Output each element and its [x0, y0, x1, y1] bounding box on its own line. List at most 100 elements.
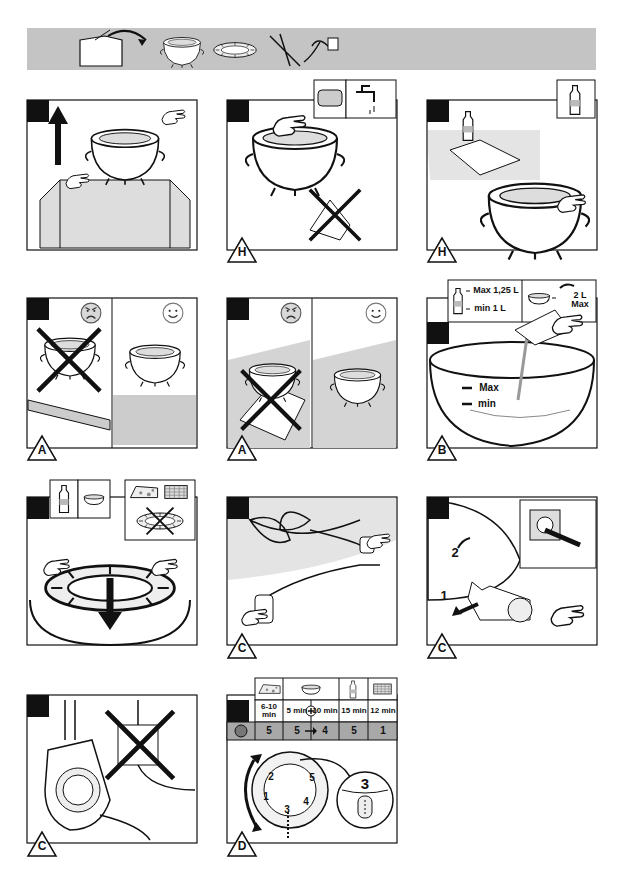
fill-figure: [430, 280, 596, 446]
drawing-part: [356, 86, 374, 102]
drawing-part: [470, 410, 570, 418]
drawing-part: [228, 340, 310, 448]
drawing-part: [264, 764, 316, 816]
drawing-part: [287, 812, 289, 840]
drawing-part: [313, 727, 317, 735]
drawing-part: [460, 604, 478, 612]
section-letter: C: [232, 642, 252, 655]
drawing-part: [452, 606, 462, 616]
drawing-part: [242, 609, 267, 625]
drawing-part: [108, 31, 146, 40]
level-mark: min: [472, 399, 502, 410]
section-letter: H: [232, 246, 252, 259]
drawing-part: [252, 752, 328, 828]
drawing-part: [80, 36, 122, 66]
table-figure: [228, 298, 396, 448]
drawing-part: [138, 39, 146, 46]
drawing-part: [481, 184, 589, 260]
setting-cell: 5: [287, 726, 307, 737]
time-cell: 10 min: [312, 707, 338, 715]
drawing-part: [228, 498, 396, 580]
drawing-part: [427, 497, 449, 519]
level-mark: Max: [474, 383, 504, 394]
unpack-figure: [40, 106, 190, 248]
drawing-part: [28, 832, 56, 856]
drawing-part: [60, 180, 170, 248]
drawing-part: [283, 678, 368, 700]
drawing-part: [27, 695, 197, 843]
cloth-figure: [428, 80, 595, 260]
drawing-part: [255, 722, 368, 740]
setting-cell: 4: [315, 726, 335, 737]
setting-cell: 5: [259, 726, 279, 737]
drawing-part: [28, 436, 56, 460]
drawing-part: [312, 298, 313, 448]
drawing-part: [125, 480, 195, 540]
drawing-part: [520, 500, 596, 568]
drawing-part: [235, 725, 247, 737]
warning-triangles: [28, 238, 456, 856]
drawing-part: [40, 180, 190, 248]
drawing-part: [463, 112, 473, 141]
section-letter: D: [232, 840, 252, 853]
drawing-part: [28, 400, 110, 430]
panel-frames: [27, 100, 597, 843]
drawing-part: [466, 291, 470, 309]
drawing-part: [529, 294, 550, 305]
capacity-text: 2 L Max: [566, 291, 594, 310]
drawing-part: [314, 80, 346, 118]
drawing-part: [367, 534, 390, 549]
thermostat-figure: [45, 700, 195, 840]
drawing-part: [27, 695, 49, 717]
drawing-part: [50, 480, 78, 518]
drawing-part: [428, 634, 456, 658]
step-number: 2: [448, 546, 462, 560]
drawing-part: [81, 303, 101, 323]
drawing-part: [98, 612, 122, 630]
drawing-part: [227, 298, 397, 448]
drawing-part: [63, 775, 93, 805]
drawing-part: [427, 497, 597, 645]
drawing-part: [27, 497, 49, 519]
drawing-part: [65, 700, 75, 740]
drawing-part: [430, 342, 594, 378]
drawing-part: [551, 606, 583, 627]
drawing-part: [106, 711, 173, 778]
dial-number: 1: [260, 792, 272, 803]
drawing-part: [86, 130, 165, 185]
drawing-part: [152, 559, 177, 575]
section-letter: B: [432, 444, 452, 457]
drawing-part: [112, 298, 113, 448]
drawing-part: [313, 340, 396, 448]
drawing-part: [428, 238, 456, 262]
drawing-part: [310, 530, 360, 545]
drawing-part: [125, 345, 184, 386]
dial-number: 4: [300, 797, 312, 808]
drawing-part: [214, 43, 256, 58]
drawing-part: [27, 28, 596, 70]
drawing-part: [56, 768, 100, 812]
drawing-part: [250, 512, 360, 543]
drawing-part: [66, 174, 89, 189]
drawing-part: [227, 298, 249, 320]
drawing-part: [318, 90, 342, 106]
drawing-part: [366, 303, 386, 323]
drawing-part: [113, 395, 196, 445]
section-letter: C: [32, 840, 52, 853]
drawing-part: [281, 303, 301, 323]
drawing-part: [283, 700, 368, 722]
drawing-part: [165, 486, 187, 499]
section-letter: A: [32, 444, 52, 457]
drawing-part: [227, 695, 397, 843]
drawing-part: [427, 322, 449, 344]
time-cell: 12 min: [370, 707, 396, 715]
drawing-part: [246, 127, 344, 196]
drawing-part: [100, 815, 150, 840]
ring-figure: [30, 480, 195, 645]
drawing-part: [552, 298, 556, 299]
drawing-part: [560, 284, 574, 288]
cord-figure: [228, 498, 396, 626]
section-letter: H: [432, 246, 452, 259]
drawing-part: [60, 486, 69, 513]
